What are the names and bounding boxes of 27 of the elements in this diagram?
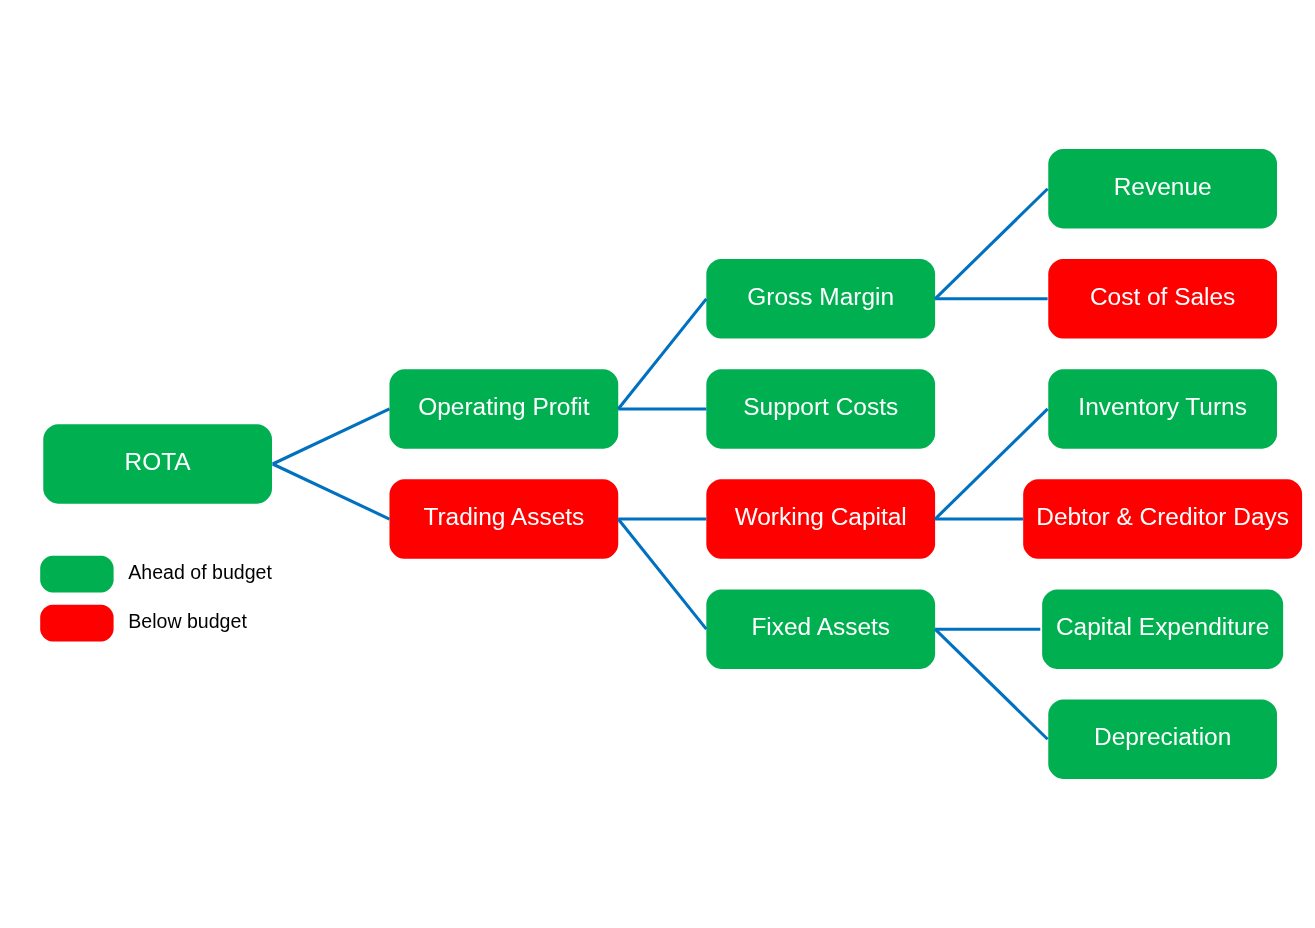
node-box: ROTA <box>42 424 272 504</box>
connector <box>616 297 707 410</box>
connector <box>616 518 707 631</box>
node-box: Debtor & Creditor Days <box>1022 479 1302 559</box>
connector <box>934 297 1048 301</box>
node-box: Gross Margin <box>705 259 935 339</box>
connector <box>617 517 706 521</box>
connector <box>933 187 1049 300</box>
node-box: Working Capital <box>705 479 935 559</box>
node-box: Inventory Turns <box>1047 369 1277 449</box>
connector <box>934 627 1040 631</box>
node-box: Fixed Assets <box>705 589 935 669</box>
node-box: Depreciation <box>1047 699 1277 779</box>
legend-label: Below budget <box>127 609 247 632</box>
node-box: Support Costs <box>705 369 935 449</box>
connector <box>933 407 1049 521</box>
connector <box>934 517 1023 521</box>
node-box: Trading Assets <box>388 479 618 559</box>
node-box: Capital Expenditure <box>1041 589 1283 669</box>
node-box: Revenue <box>1047 149 1277 229</box>
connector <box>271 407 390 466</box>
node-box: Operating Profit <box>388 369 618 449</box>
connector <box>933 628 1049 741</box>
legend-label: Ahead of budget <box>127 560 272 583</box>
connector <box>271 462 390 521</box>
connector <box>617 407 706 411</box>
node-box: Cost of Sales <box>1047 259 1277 339</box>
